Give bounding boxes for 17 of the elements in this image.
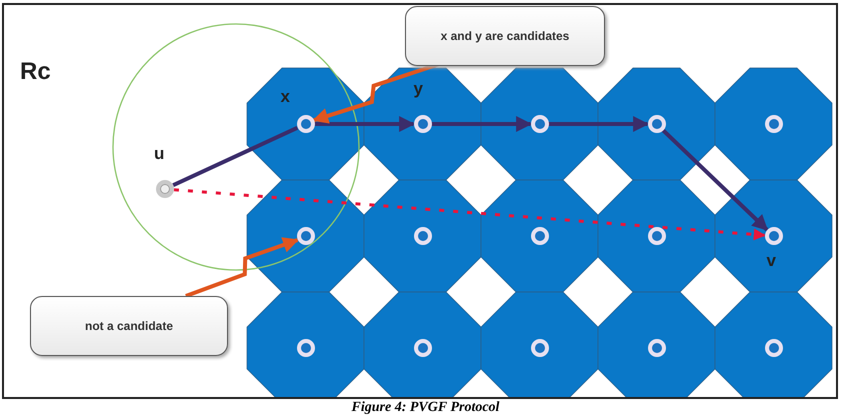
node-label: u: [154, 144, 164, 164]
range-label: Rc: [20, 58, 51, 86]
arrow: [548, 116, 650, 132]
arrow: [662, 128, 768, 232]
callout-text: x and y are candidates: [440, 29, 570, 43]
node-label: x: [280, 87, 290, 107]
node-label: v: [766, 251, 776, 271]
callout-text: not a candidate: [84, 319, 173, 333]
line: [172, 126, 298, 188]
callout-box: [30, 296, 228, 356]
callout-box: [405, 6, 605, 66]
arrow: [174, 188, 766, 240]
arrow: [432, 116, 532, 132]
figure-caption: Figure 4: PVGF Protocol: [350, 400, 500, 416]
callout-arrow: [185, 237, 299, 298]
arrow: [314, 116, 416, 132]
node-label: y: [414, 79, 423, 99]
